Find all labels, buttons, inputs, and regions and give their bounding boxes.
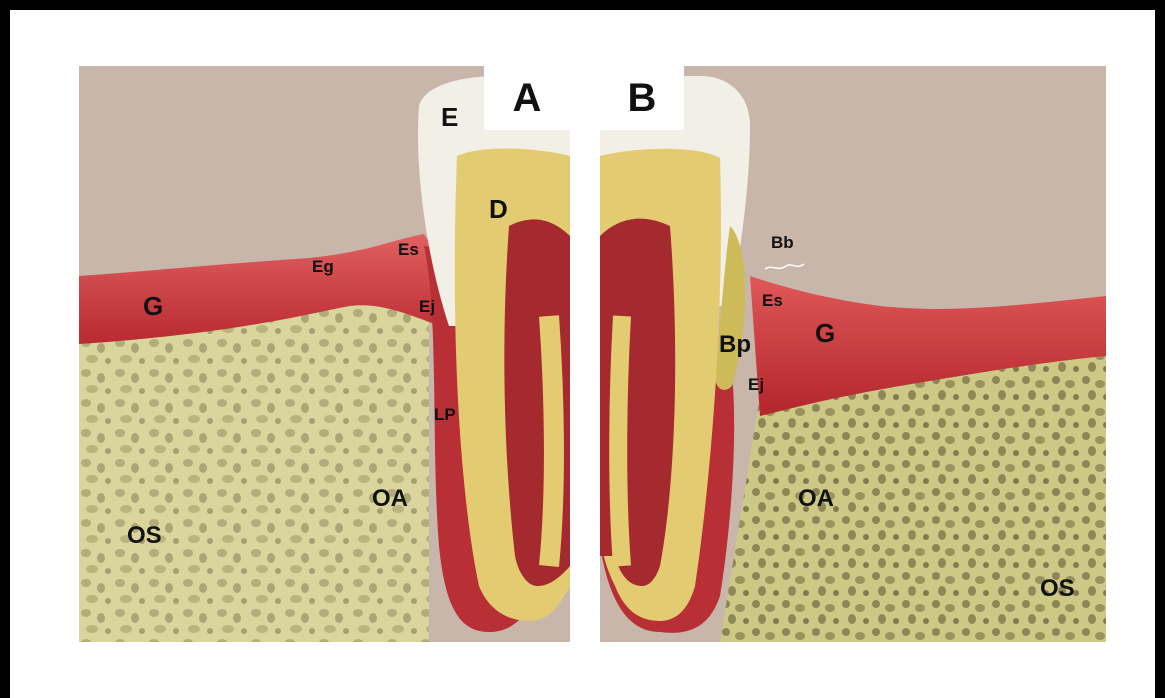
label-dentin-a: D (489, 194, 508, 225)
label-gingiva-a: G (143, 291, 163, 322)
panel-b-tab: B (600, 66, 684, 130)
bone-region (79, 296, 429, 642)
label-lp-a: LP (434, 405, 456, 425)
panel-b-drawing (600, 66, 1106, 642)
label-bp-b: Bp (719, 331, 751, 359)
label-eg-a: Eg (312, 257, 334, 277)
panel-b-illustration (600, 66, 1106, 642)
panel-a-tab: A (484, 66, 570, 130)
label-ej-b: Ej (748, 375, 764, 395)
label-ej-a: Ej (419, 297, 435, 317)
label-bb-b: Bb (771, 233, 794, 253)
label-oa-a: OA (372, 485, 408, 513)
label-oa-b: OA (798, 485, 834, 513)
label-os-a: OS (127, 522, 162, 550)
label-es-a: Es (398, 240, 419, 260)
panel-a-drawing (79, 66, 570, 642)
label-es-b: Es (762, 291, 783, 311)
label-gingiva-b: G (815, 318, 835, 349)
panel-a-illustration (79, 66, 570, 642)
label-os-b: OS (1040, 575, 1075, 603)
label-enamel-a: E (441, 102, 458, 133)
